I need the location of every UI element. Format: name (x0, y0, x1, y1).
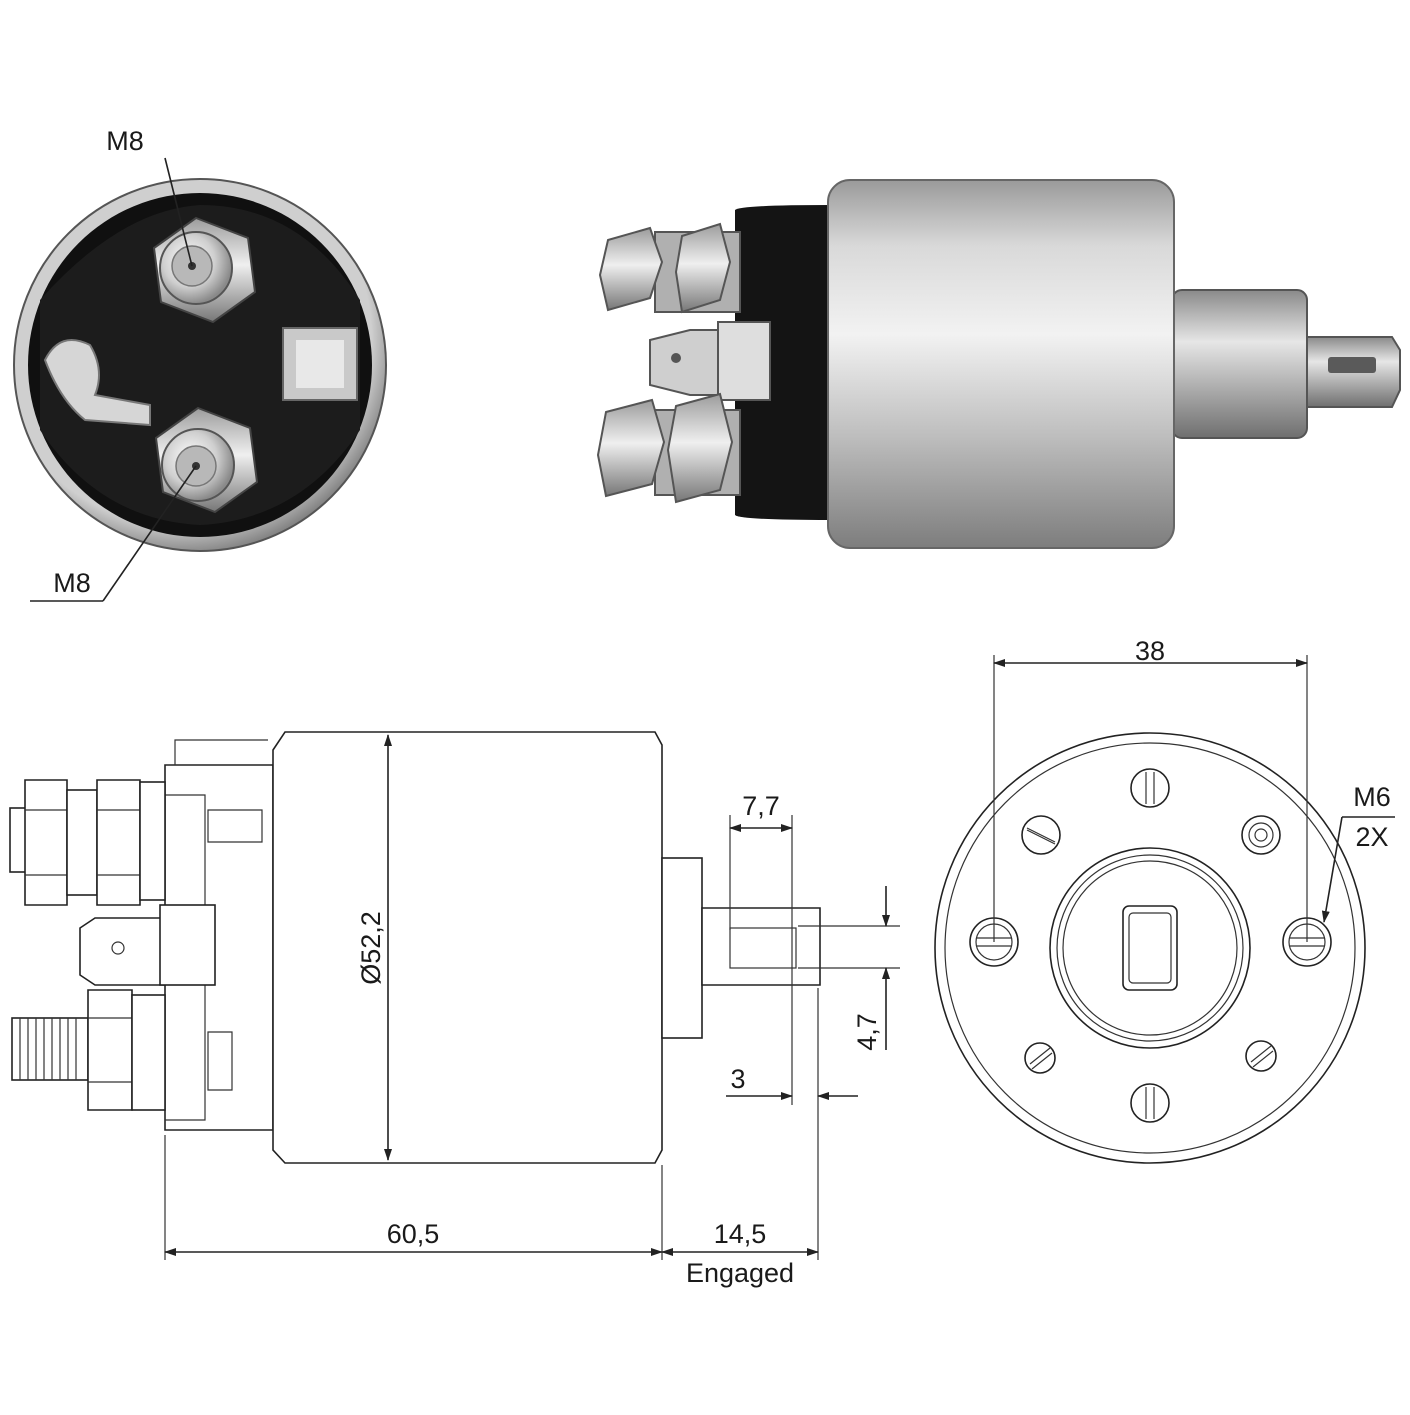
drawing-plunger-collar (661, 857, 703, 1039)
label-thread-m6: M6 (1353, 782, 1391, 812)
dim-slot-length: 7,7 (742, 791, 780, 821)
screw-lower-right (1245, 1040, 1277, 1072)
screw-top (1130, 768, 1170, 808)
drawing-housing (272, 731, 663, 1164)
photo-side-view (596, 179, 1401, 549)
dim-body-length: 60,5 (387, 1219, 440, 1249)
photo-top-stud (598, 222, 741, 314)
connector-strap (43, 339, 151, 427)
drawing-end-view: 38 M6 2X (934, 636, 1395, 1164)
plunger-shaft (1171, 289, 1308, 439)
photo-terminal-end-view: M8 M8 (13, 126, 387, 602)
leader-line-top (164, 157, 193, 267)
dim-hole-spacing: 38 (1135, 636, 1165, 666)
photo-bottom-stud (596, 392, 741, 504)
bottom-stud (154, 406, 259, 514)
dim-plunger-offset: 3 (730, 1064, 745, 1094)
drawing-plunger-tab (701, 907, 821, 986)
dim-slot-width: 4,7 (852, 1013, 882, 1051)
leader-line-bottom (102, 465, 197, 602)
dim-engaged-length: 14,5 (714, 1219, 767, 1249)
label-m8-top: M8 (106, 126, 144, 156)
drawing-bottom-terminal (11, 989, 166, 1111)
engaged-caption: Engaged (686, 1258, 794, 1288)
screw-upper-left (1021, 815, 1061, 855)
rivet-upper-right (1241, 815, 1281, 855)
drawing-top-terminal (9, 779, 166, 906)
screw-lower-left (1024, 1042, 1056, 1074)
drawing-spade-terminal (79, 904, 216, 986)
drawing-side-view: Ø52,2 60,5 14,5 Engaged 7,7 4,7 3 (9, 731, 900, 1288)
label-quantity-2x: 2X (1355, 822, 1388, 852)
plunger-slot (1122, 905, 1178, 991)
screw-bottom (1130, 1083, 1170, 1123)
solenoid-housing (827, 179, 1175, 549)
top-stud (152, 216, 257, 324)
label-m8-bottom: M8 (53, 568, 91, 598)
dim-diameter: Ø52,2 (356, 911, 386, 985)
